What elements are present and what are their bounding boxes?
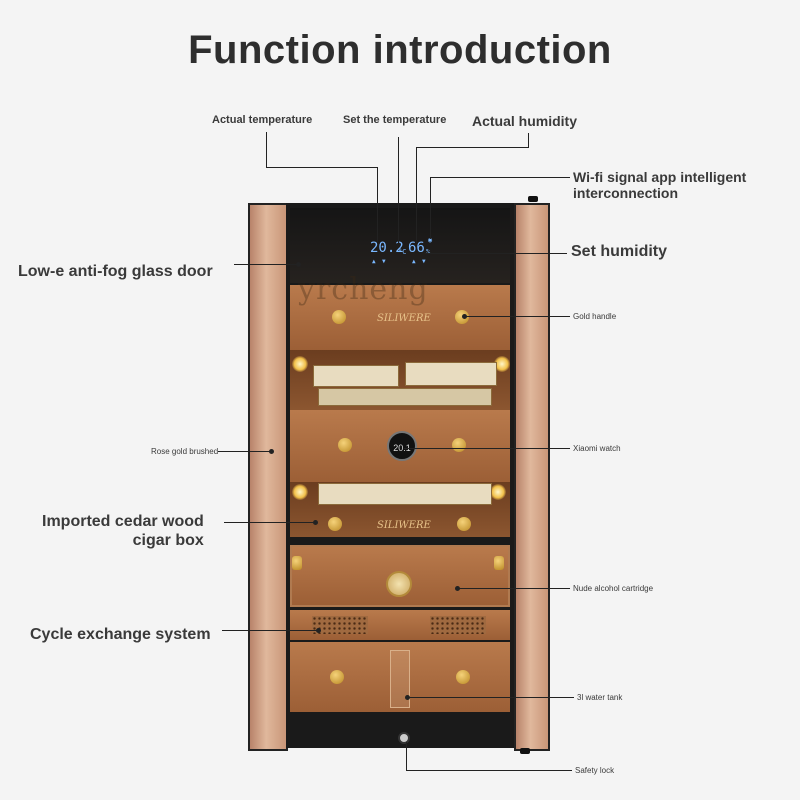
label-cedar: Imported cedar wood cigar box	[42, 513, 204, 549]
humidity-readout: 66	[408, 240, 425, 256]
label-safety-lock: Safety lock	[575, 766, 615, 775]
label-xiaomi-watch: Xiaomi watch	[573, 444, 621, 453]
hygrometer-icon	[386, 571, 412, 597]
watermark: yrcheng	[298, 272, 429, 307]
brand-logo: SILIWERE	[377, 520, 431, 531]
led-light	[490, 484, 506, 500]
drawer-knob	[452, 438, 466, 452]
humidity-unit: %	[426, 248, 431, 256]
drawer-knob	[338, 438, 352, 452]
label-set-temperature: Set the temperature	[343, 114, 447, 126]
bottom-drawer	[290, 642, 510, 712]
top-drawer	[290, 285, 510, 350]
cigar-box	[405, 362, 497, 386]
temp-up-icon[interactable]: ▲	[372, 258, 376, 265]
drawer-knob	[328, 517, 342, 531]
left-rose-gold-rail	[248, 203, 288, 751]
temp-down-icon[interactable]: ▼	[382, 258, 386, 265]
vent-grille	[312, 616, 368, 634]
label-actual-temperature: Actual temperature	[212, 114, 313, 126]
drawer-knob	[292, 556, 302, 570]
right-rose-gold-rail	[514, 203, 550, 751]
led-light	[292, 356, 308, 372]
label-rose-gold: Rose gold brushed	[151, 447, 219, 456]
humidity-down-icon[interactable]: ▼	[422, 258, 426, 265]
label-gold-handle: Gold handle	[573, 312, 617, 321]
drawer-knob	[457, 517, 471, 531]
brand-logo: SILIWERE	[377, 313, 431, 324]
led-light	[292, 484, 308, 500]
label-set-humidity: Set humidity	[571, 243, 668, 260]
drawer-knob	[330, 670, 344, 684]
control-display[interactable]: 20.2 °C 66 % ▲ ▼ ▲ ▼ ◉	[368, 236, 438, 266]
drawer-knob	[456, 670, 470, 684]
vent-grille	[430, 616, 486, 634]
label-actual-humidity: Actual humidity	[472, 113, 578, 129]
cigar-box	[318, 483, 492, 505]
label-alcohol-cartridge: Nude alcohol cartridge	[573, 584, 654, 593]
xiaomi-watch: 20.1	[387, 431, 417, 461]
drawer-knob	[332, 310, 346, 324]
temp-unit: °C	[398, 248, 407, 256]
cigar-box	[313, 365, 399, 387]
label-cycle-system: Cycle exchange system	[30, 626, 211, 643]
led-light	[494, 356, 510, 372]
bottom-hinge	[520, 748, 530, 754]
page-title: Function introduction	[188, 28, 612, 72]
water-tank	[390, 650, 410, 708]
humidity-up-icon[interactable]: ▲	[412, 258, 416, 265]
label-wifi: Wi-fi signal app intelligent interconnec…	[573, 169, 747, 201]
temp-readout: 20.2	[370, 240, 404, 256]
label-water-tank: 3l water tank	[577, 693, 623, 702]
wifi-icon: ◉	[428, 236, 433, 244]
safety-lock-icon[interactable]	[398, 732, 410, 744]
drawer-knob	[494, 556, 504, 570]
cigar-box	[318, 388, 492, 406]
label-glass-door: Low-e anti-fog glass door	[18, 263, 213, 280]
top-hinge	[528, 196, 538, 202]
glass-door-top	[290, 208, 510, 283]
